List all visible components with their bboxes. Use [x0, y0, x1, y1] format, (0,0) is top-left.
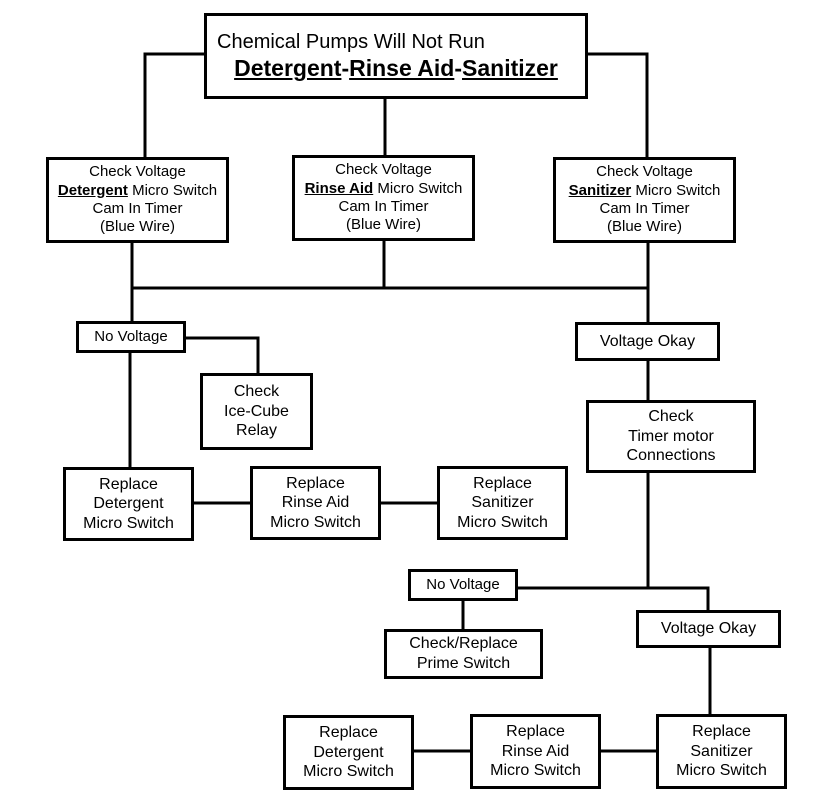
- connector-title-right: [585, 52, 649, 160]
- left-no-voltage-box: No Voltage: [76, 321, 186, 353]
- right-replace-detergent-line1: Replace: [319, 724, 378, 742]
- check-relay-line1: Check: [233, 383, 280, 401]
- check-sanitizer-line4: (Blue Wire): [606, 218, 682, 236]
- check-rinse-aid-keyword: Rinse Aid: [304, 179, 374, 197]
- check-detergent-rest: Micro Switch: [127, 181, 218, 199]
- check-rinse-aid-box: Check Voltage Rinse Aid Micro Switch Cam…: [292, 155, 475, 241]
- check-timer-line3: Connections: [626, 447, 716, 465]
- check-sanitizer-line2: Sanitizer Micro Switch: [569, 182, 721, 200]
- right-replace-rinse-aid-box: Replace Rinse Aid Micro Switch: [470, 714, 601, 789]
- right-voltage-okay-2-box: Voltage Okay: [636, 610, 781, 648]
- check-rinse-aid-line3: Cam In Timer: [338, 198, 429, 215]
- check-prime-switch-line2: Prime Switch: [416, 655, 511, 672]
- check-detergent-line4: (Blue Wire): [99, 218, 175, 236]
- left-replace-detergent-box: Replace Detergent Micro Switch: [63, 467, 194, 541]
- title-sanitizer: Sanitizer: [462, 55, 558, 82]
- check-sanitizer-box: Check Voltage Sanitizer Micro Switch Cam…: [553, 157, 736, 243]
- right-no-voltage-box: No Voltage: [408, 569, 518, 601]
- right-replace-sanitizer-box: Replace Sanitizer Micro Switch: [656, 714, 787, 789]
- title-detergent: Detergent: [234, 55, 342, 82]
- title-subheading: Detergent-Rinse Aid-Sanitizer: [234, 54, 558, 82]
- check-sanitizer-line3: Cam In Timer: [599, 200, 690, 217]
- left-replace-sanitizer-line1: Replace: [473, 474, 532, 492]
- left-replace-rinse-aid-line1: Replace: [286, 474, 345, 492]
- check-timer-line2: Timer motor: [628, 427, 714, 445]
- right-no-voltage-label: No Voltage: [426, 575, 500, 593]
- left-replace-rinse-aid-line3: Micro Switch: [270, 513, 361, 531]
- check-detergent-box: Check Voltage Detergent Micro Switch Cam…: [46, 157, 229, 243]
- check-rinse-aid-line2: Rinse Aid Micro Switch: [305, 180, 463, 198]
- right-replace-sanitizer-line2: Sanitizer: [690, 742, 753, 760]
- left-replace-sanitizer-line2: Sanitizer: [471, 494, 534, 512]
- title-heading: Chemical Pumps Will Not Run: [217, 30, 485, 53]
- check-relay-line3: Relay: [236, 422, 277, 440]
- check-rinse-aid-line4: (Blue Wire): [345, 216, 421, 234]
- check-rinse-aid-rest: Micro Switch: [373, 179, 463, 197]
- check-detergent-line3: Cam In Timer: [92, 200, 183, 217]
- title-sep-2: -: [454, 55, 463, 82]
- connector-timer-split: [515, 586, 710, 613]
- left-no-voltage-label: No Voltage: [94, 327, 168, 345]
- check-sanitizer-keyword: Sanitizer: [568, 181, 632, 199]
- right-replace-rinse-aid-line1: Replace: [506, 723, 565, 741]
- check-detergent-line2: Detergent Micro Switch: [58, 182, 217, 200]
- left-replace-sanitizer-line3: Micro Switch: [457, 513, 548, 531]
- right-voltage-okay-2-label: Voltage Okay: [660, 620, 757, 638]
- title-rinse-aid: Rinse Aid: [349, 55, 455, 82]
- check-sanitizer-line1: Check Voltage: [596, 163, 693, 181]
- left-replace-rinse-aid-line2: Rinse Aid: [281, 494, 350, 512]
- right-replace-detergent-box: Replace Detergent Micro Switch: [283, 715, 414, 790]
- check-detergent-keyword: Detergent: [57, 181, 128, 199]
- right-voltage-okay-box: Voltage Okay: [575, 322, 720, 361]
- check-detergent-line1: Check Voltage: [89, 163, 186, 181]
- check-timer-box: Check Timer motor Connections: [586, 400, 756, 473]
- check-rinse-aid-line1: Check Voltage: [335, 161, 432, 179]
- check-prime-switch-box: Check/Replace Prime Switch: [384, 629, 543, 679]
- check-relay-line2: Ice-Cube: [224, 402, 289, 420]
- right-replace-detergent-line3: Micro Switch: [303, 763, 394, 781]
- left-replace-rinse-aid-box: Replace Rinse Aid Micro Switch: [250, 466, 381, 540]
- check-prime-switch-line1: Check/Replace: [409, 635, 518, 653]
- right-voltage-okay-label: Voltage Okay: [599, 332, 696, 350]
- check-relay-box: Check Ice-Cube Relay: [200, 373, 313, 450]
- connector-novoltage-to-relay: [183, 336, 260, 376]
- left-replace-sanitizer-box: Replace Sanitizer Micro Switch: [437, 466, 568, 540]
- right-replace-detergent-line2: Detergent: [313, 743, 384, 761]
- right-replace-rinse-aid-line3: Micro Switch: [490, 762, 581, 780]
- title-box: Chemical Pumps Will Not Run Detergent-Ri…: [204, 13, 588, 99]
- connector-title-left: [143, 52, 207, 160]
- right-replace-sanitizer-line1: Replace: [692, 723, 751, 741]
- title-sep-1: -: [341, 55, 350, 82]
- left-replace-detergent-line2: Detergent: [93, 495, 164, 513]
- right-replace-rinse-aid-line2: Rinse Aid: [501, 742, 570, 760]
- check-sanitizer-rest: Micro Switch: [631, 181, 721, 199]
- left-replace-detergent-line3: Micro Switch: [83, 514, 174, 532]
- left-replace-detergent-line1: Replace: [99, 475, 158, 493]
- right-replace-sanitizer-line3: Micro Switch: [676, 762, 767, 780]
- check-timer-line1: Check: [648, 408, 694, 426]
